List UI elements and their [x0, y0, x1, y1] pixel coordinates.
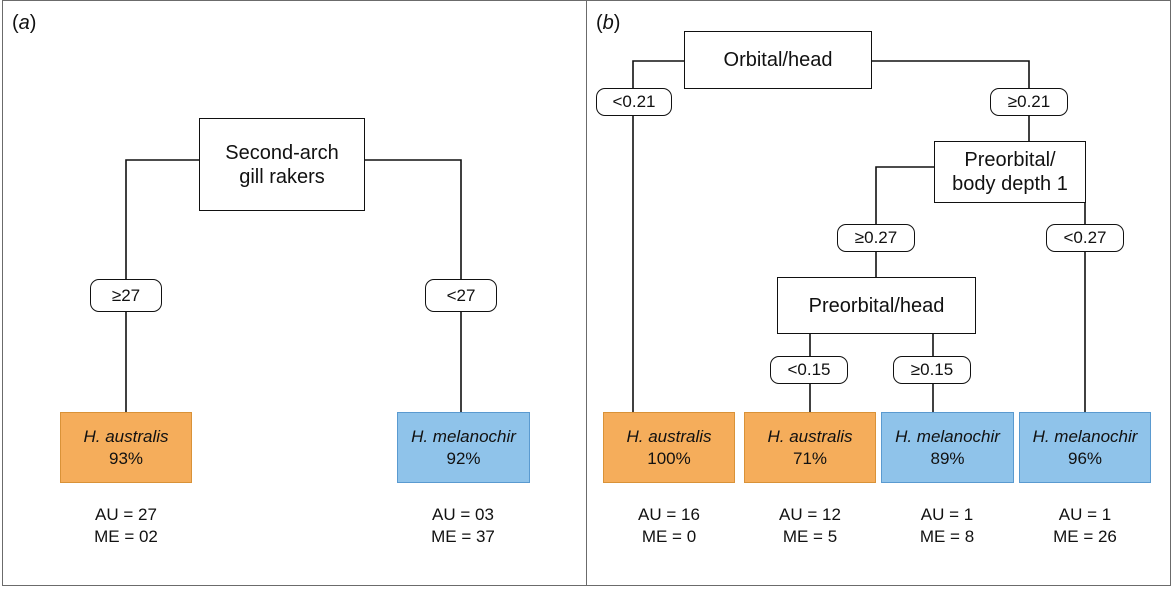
- leaf-a-australis: H. australis 93%: [60, 412, 192, 483]
- counts-a-right: AU = 03 ME = 37: [403, 504, 523, 548]
- condition-b-node2-left: ≥0.27: [837, 224, 915, 252]
- node-label-line2: gill rakers: [239, 165, 325, 188]
- counts-b-2: AU = 12 ME = 5: [750, 504, 870, 548]
- leaf-b-1: H. australis 100%: [603, 412, 735, 483]
- leaf-species: H. melanochir: [411, 426, 516, 446]
- leaf-percent: 100%: [647, 448, 691, 468]
- leaf-b-2: H. australis 71%: [744, 412, 876, 483]
- condition-b-node3-left: <0.15: [770, 356, 848, 384]
- node-label-line1: Second-arch: [225, 141, 339, 164]
- counts-a-left: AU = 27 ME = 02: [66, 504, 186, 548]
- leaf-species: H. australis: [83, 426, 169, 446]
- leaf-percent: 89%: [930, 448, 965, 468]
- condition-a-right: <27: [425, 279, 497, 312]
- branch-a-right: [364, 159, 462, 412]
- panel-a-label: (a): [12, 12, 37, 34]
- count-me: ME = 37: [431, 527, 495, 546]
- node-orbital-head: Orbital/head: [684, 31, 872, 89]
- node-preorbital-head: Preorbital/head: [777, 277, 976, 334]
- condition-b-root-right: ≥0.21: [990, 88, 1068, 116]
- count-me: ME = 5: [782, 527, 838, 546]
- leaf-species: H. australis: [767, 426, 853, 446]
- count-me: ME = 26: [1053, 527, 1117, 546]
- node-preorbital-body-depth: Preorbital/body depth 1: [934, 141, 1086, 203]
- count-au: AU = 27: [95, 505, 157, 524]
- panel-b: [586, 0, 1171, 586]
- leaf-b-3: H. melanochir 89%: [881, 412, 1014, 483]
- leaf-species: H. australis: [626, 426, 712, 446]
- condition-b-root-left: <0.21: [596, 88, 672, 116]
- branch-a-left: [125, 159, 199, 412]
- count-au: AU = 03: [432, 505, 494, 524]
- counts-b-1: AU = 16 ME = 0: [609, 504, 729, 548]
- condition-b-node3-right: ≥0.15: [893, 356, 971, 384]
- leaf-percent: 92%: [446, 448, 481, 468]
- condition-a-left: ≥27: [90, 279, 162, 312]
- leaf-species: H. melanochir: [895, 426, 1000, 446]
- count-au: AU = 1: [920, 505, 974, 524]
- leaf-percent: 71%: [792, 448, 828, 468]
- count-me: ME = 8: [919, 527, 975, 546]
- counts-b-3: AU = 1 ME = 8: [887, 504, 1007, 548]
- node-label-line2: body depth 1: [952, 173, 1068, 195]
- leaf-b-4: H. melanochir 96%: [1019, 412, 1151, 483]
- leaf-percent: 93%: [108, 448, 144, 468]
- leaf-percent: 96%: [1067, 448, 1103, 468]
- count-au: AU = 1: [1058, 505, 1112, 524]
- counts-b-4: AU = 1 ME = 26: [1025, 504, 1145, 548]
- count-au: AU = 16: [638, 505, 700, 524]
- leaf-species: H. melanochir: [1032, 426, 1138, 446]
- count-me: ME = 02: [94, 527, 158, 546]
- count-au: AU = 12: [779, 505, 841, 524]
- condition-b-node2-right: <0.27: [1046, 224, 1124, 252]
- count-me: ME = 0: [641, 527, 697, 546]
- node-label-line1: Preorbital/: [964, 149, 1056, 171]
- panel-b-label: (b): [596, 12, 621, 34]
- branch-b-root-left: [632, 60, 684, 412]
- leaf-a-melanochir: H. melanochir 92%: [397, 412, 530, 483]
